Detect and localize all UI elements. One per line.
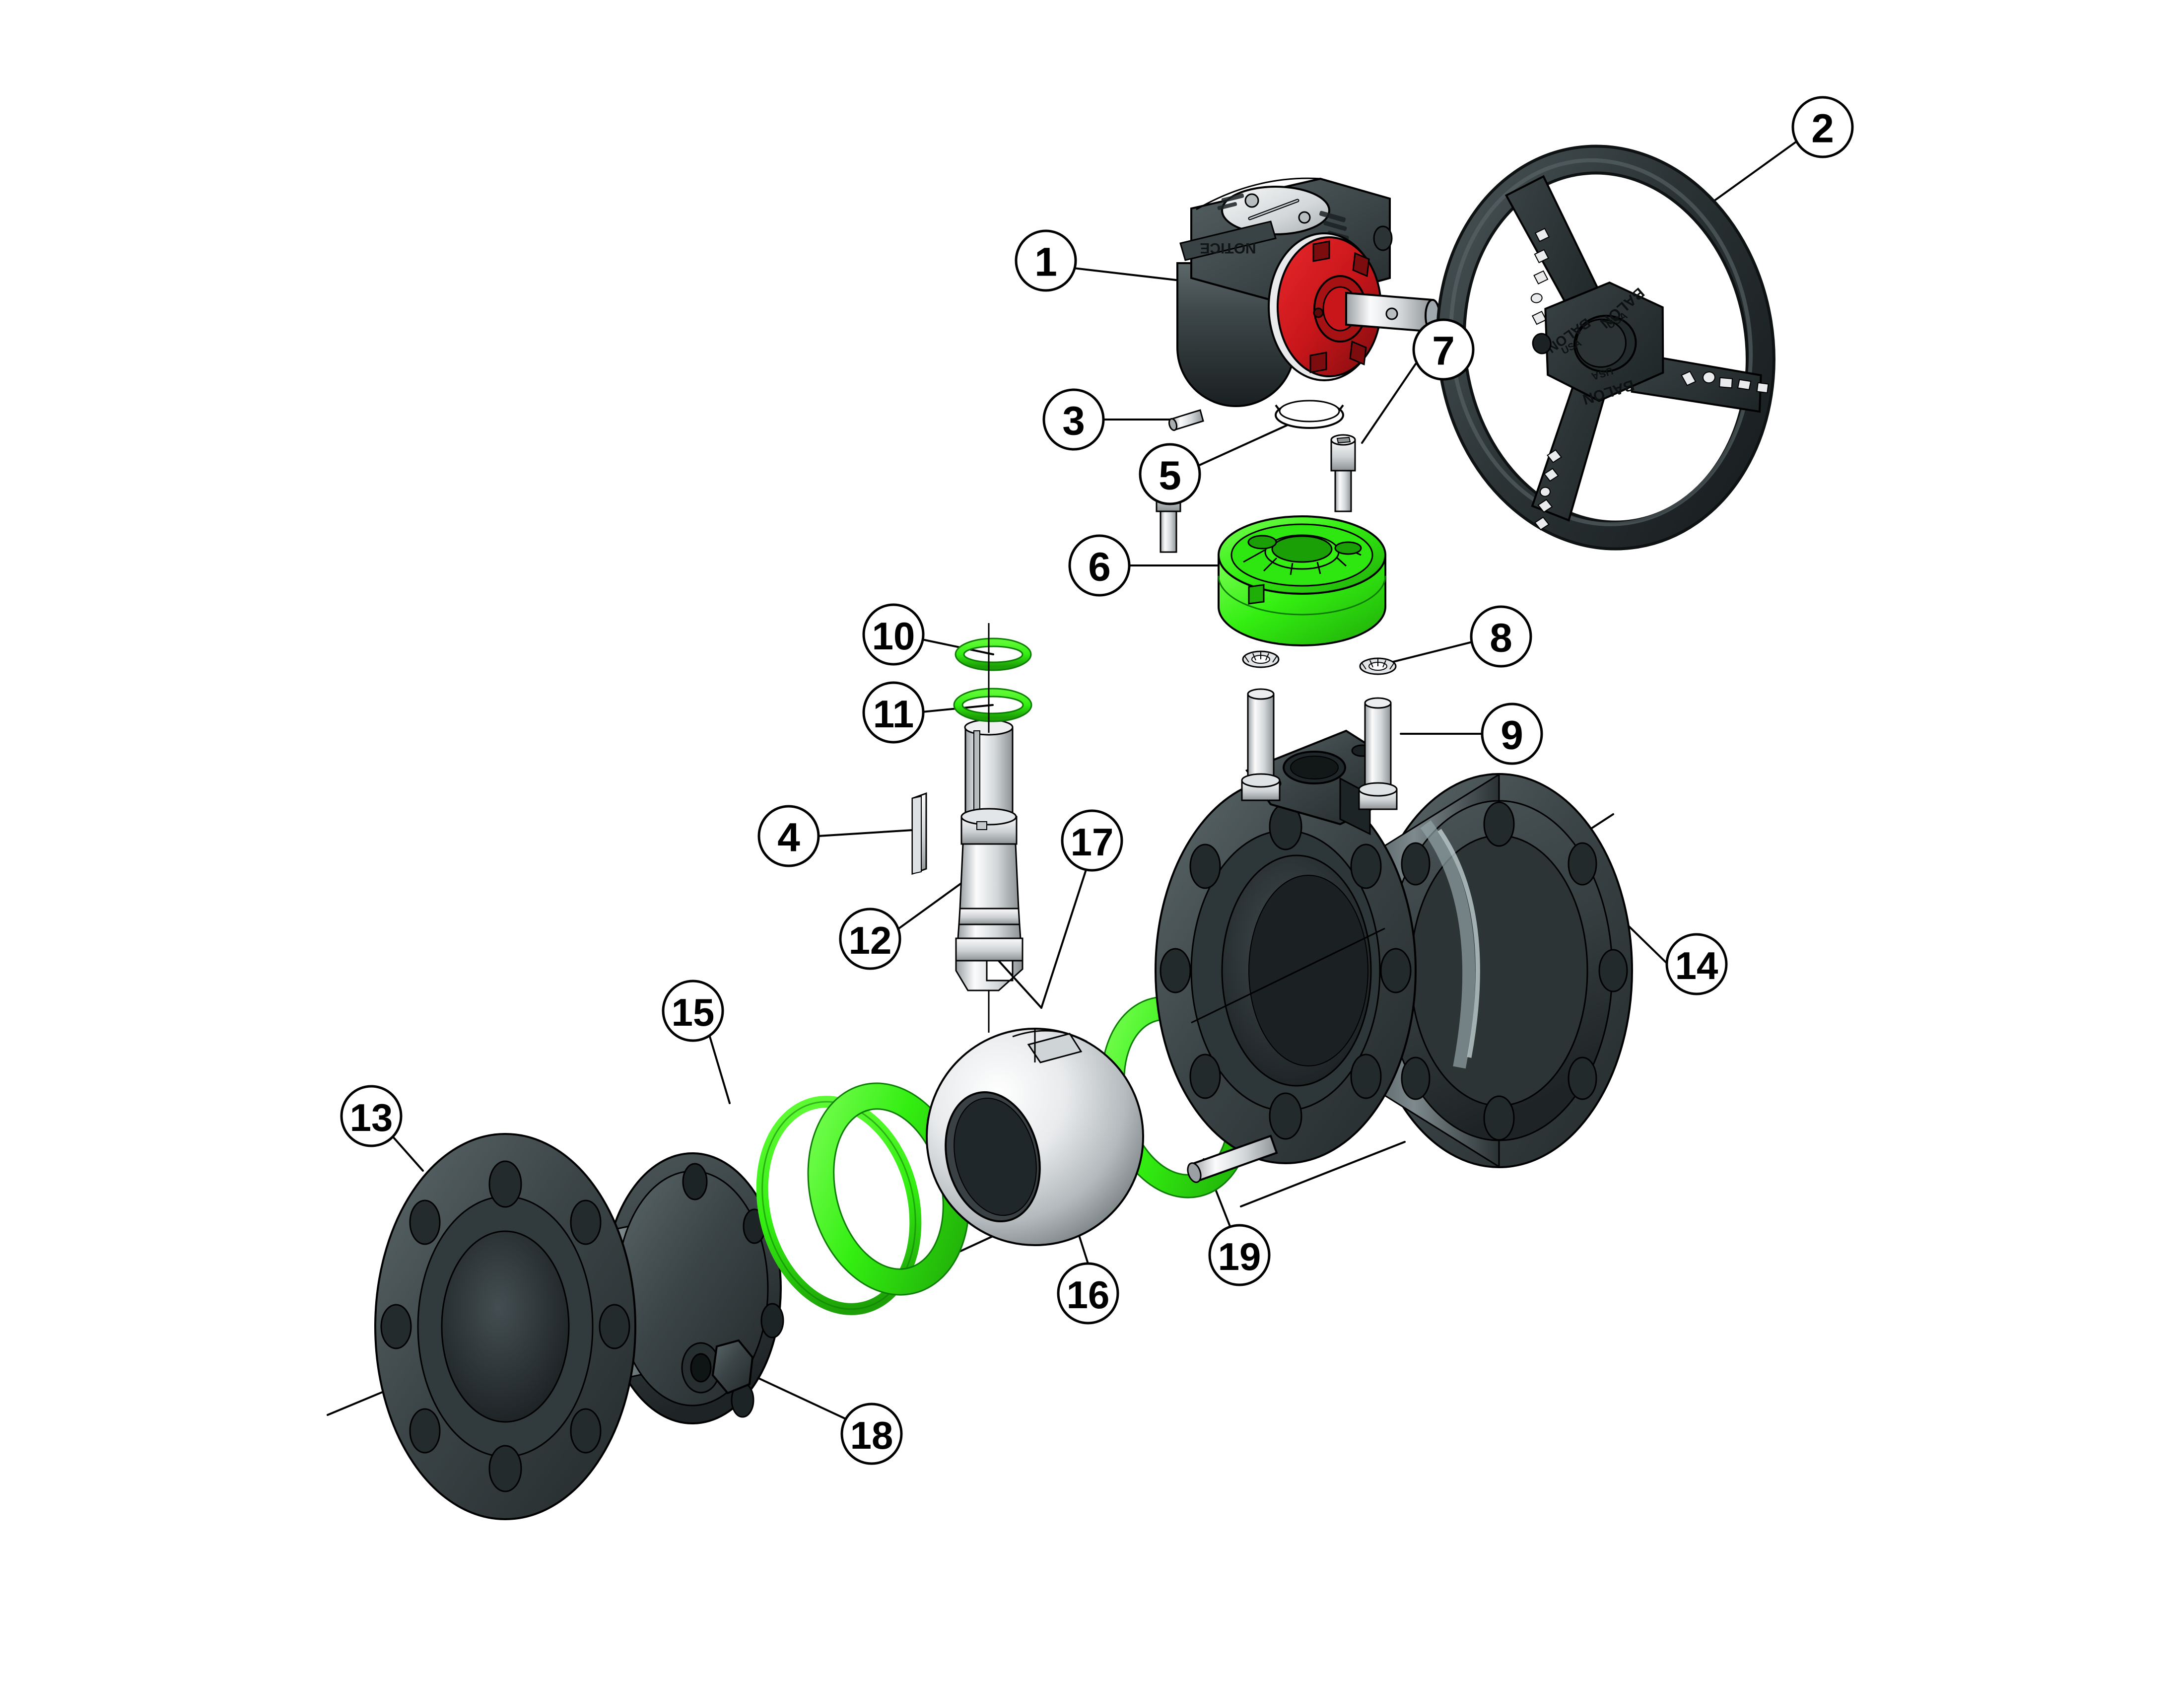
- part-ball: [926, 1028, 1144, 1246]
- callout-balloon-16[interactable]: 16: [1057, 1262, 1119, 1325]
- balloon-circle-17[interactable]: [1061, 809, 1123, 872]
- balloon-number-10: 10: [872, 614, 915, 658]
- balloon-number-2: 2: [1811, 106, 1834, 151]
- balloon-circle-6[interactable]: [1068, 534, 1131, 597]
- balloon-circle-8[interactable]: [1470, 605, 1532, 668]
- balloon-number-15: 15: [672, 990, 715, 1034]
- callout-balloon-1[interactable]: 1: [1015, 229, 1077, 292]
- balloon-number-9: 9: [1501, 713, 1523, 758]
- part-retaining-ring: [1275, 400, 1344, 429]
- balloon-number-8: 8: [1490, 616, 1512, 661]
- part-hex-bolt-right: [1358, 697, 1398, 810]
- balloon-number-4: 4: [777, 815, 800, 860]
- actuator-notice-plate: NOTICE: [1179, 220, 1277, 261]
- callout-balloon-18[interactable]: 18: [840, 1403, 903, 1465]
- part-hex-bolt-left: [1241, 688, 1281, 801]
- balloon-circle-13[interactable]: [340, 1085, 403, 1147]
- balloon-number-6: 6: [1088, 545, 1111, 590]
- part-stem-key: [911, 792, 927, 875]
- callout-balloon-4[interactable]: 4: [757, 805, 820, 867]
- part-drive-pin: [1168, 409, 1204, 431]
- balloon-circle-4[interactable]: [757, 805, 820, 867]
- callout-balloon-15[interactable]: 15: [662, 980, 724, 1042]
- callout-balloon-13[interactable]: 13: [340, 1085, 403, 1147]
- balloon-circle-7[interactable]: [1412, 318, 1475, 381]
- callout-balloon-3[interactable]: 3: [1042, 388, 1105, 451]
- leader-line-10: [921, 638, 994, 655]
- callout-balloon-11[interactable]: 11: [862, 681, 925, 744]
- callout-balloon-6[interactable]: 6: [1068, 534, 1131, 597]
- part-stem-o-ring-lower: [953, 688, 1032, 722]
- balloon-circle-16[interactable]: [1057, 1262, 1119, 1325]
- balloon-number-14: 14: [1675, 944, 1718, 987]
- callout-balloon-19[interactable]: 19: [1208, 1224, 1271, 1286]
- part-mounting-adapter: [1218, 515, 1386, 646]
- callout-balloon-14[interactable]: 14: [1665, 933, 1728, 995]
- part-valve-body: [1155, 729, 1633, 1168]
- part-lock-washer-left: [1242, 650, 1280, 668]
- callout-balloon-12[interactable]: 12: [839, 908, 901, 970]
- balloon-circle-15[interactable]: [662, 980, 724, 1042]
- callout-balloon-2[interactable]: 2: [1791, 96, 1854, 158]
- balloon-number-3: 3: [1062, 399, 1085, 444]
- callout-balloon-10[interactable]: 10: [862, 603, 925, 666]
- balloon-circle-1[interactable]: [1015, 229, 1077, 292]
- part-stem: [955, 719, 1024, 991]
- part-end-cap: [374, 1133, 784, 1520]
- leader-line-4: [817, 829, 913, 837]
- balloon-circle-10[interactable]: [862, 603, 925, 666]
- leader-line-2: [1708, 141, 1797, 206]
- leader-line-13: [391, 1135, 424, 1172]
- part-handwheel: BALON USA BALON USA BALON USA: [1436, 144, 1775, 551]
- leader-14-axis: [1240, 1141, 1406, 1207]
- balloon-number-16: 16: [1067, 1273, 1110, 1317]
- callout-balloon-9[interactable]: 9: [1481, 703, 1543, 765]
- part-stop-pin: [1187, 1134, 1278, 1183]
- balloon-circle-5[interactable]: [1139, 443, 1201, 505]
- callout-balloon-5[interactable]: 5: [1139, 443, 1201, 505]
- balloon-circle-2[interactable]: [1791, 96, 1854, 158]
- balloon-circle-14[interactable]: [1665, 933, 1728, 995]
- leader-line-12: [898, 879, 966, 929]
- balloon-number-12: 12: [849, 918, 892, 962]
- balloon-number-19: 19: [1218, 1235, 1261, 1278]
- balloon-number-18: 18: [850, 1413, 893, 1457]
- callout-balloon-7[interactable]: 7: [1412, 318, 1475, 381]
- leader-line-7: [1361, 363, 1417, 444]
- part-gear-actuator: NOTICE: [1176, 177, 1440, 407]
- balloon-number-17: 17: [1071, 820, 1114, 864]
- callout-balloon-17[interactable]: 17: [1061, 809, 1123, 872]
- part-socket-head-cap-screw-right: [1330, 434, 1356, 512]
- balloon-circle-12[interactable]: [839, 908, 901, 970]
- balloon-circle-3[interactable]: [1042, 388, 1105, 451]
- leader-line-15: [709, 1036, 731, 1104]
- part-stem-o-ring-upper: [955, 637, 1032, 671]
- leader-line-17: [1040, 869, 1087, 1009]
- part-hex-nut: [681, 1339, 754, 1395]
- part-lock-washer-right: [1359, 657, 1397, 675]
- balloon-number-1: 1: [1034, 240, 1057, 285]
- balloon-number-5: 5: [1159, 453, 1181, 498]
- balloon-circle-18[interactable]: [840, 1403, 903, 1465]
- callout-balloon-8[interactable]: 8: [1470, 605, 1532, 668]
- balloon-number-7: 7: [1432, 329, 1455, 374]
- balloon-circle-9[interactable]: [1481, 703, 1543, 765]
- balloon-number-13: 13: [350, 1096, 393, 1139]
- balloon-circle-19[interactable]: [1208, 1224, 1271, 1286]
- part-body-o-ring: [756, 1096, 922, 1315]
- balloon-number-11: 11: [873, 692, 914, 736]
- balloon-circle-11[interactable]: [862, 681, 925, 744]
- actuator-notice-text: NOTICE: [1200, 240, 1256, 256]
